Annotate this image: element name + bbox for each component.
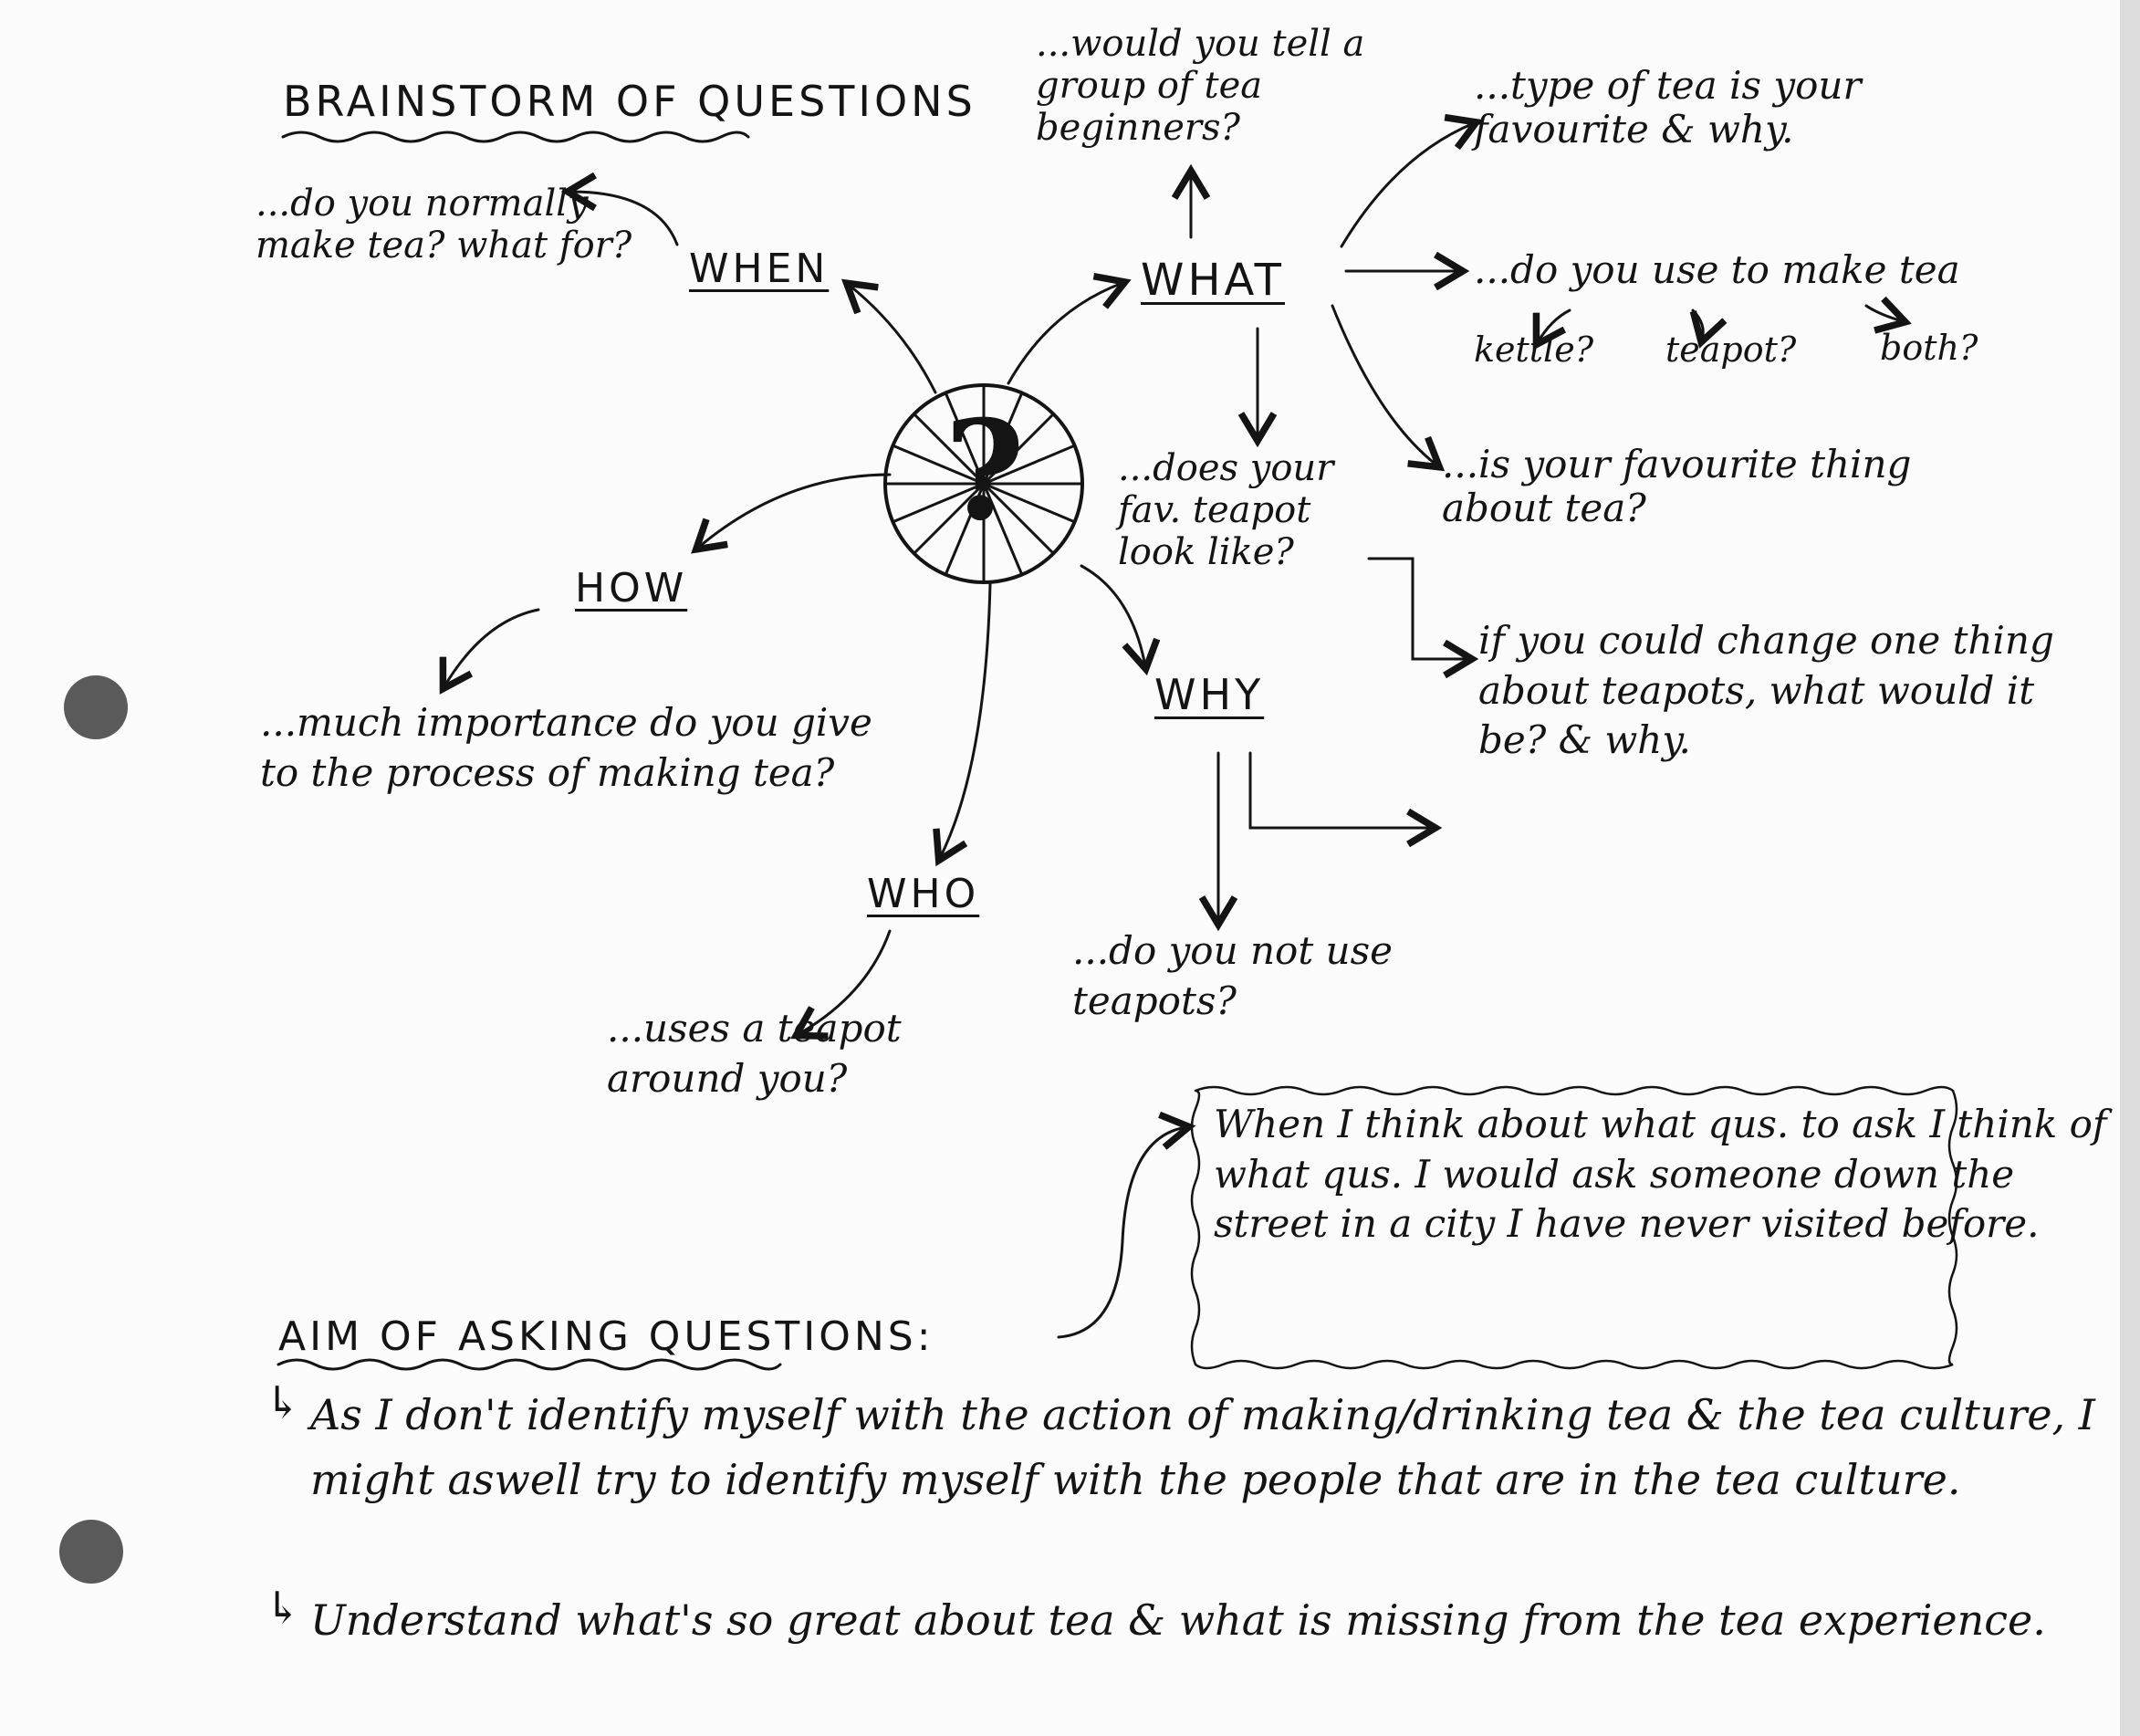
arrow-what-thing (1331, 304, 1437, 465)
punch-hole-bottom (59, 1520, 123, 1584)
how-question: ...much importance do you give to the pr… (260, 700, 872, 795)
what-question-favourite-type: ...type of tea is your favourite & why. (1474, 63, 1862, 152)
aim-heading: AIM OF ASKING QUESTIONS: (278, 1313, 934, 1360)
what-question-use: ...do you use to make tea (1474, 247, 1960, 292)
what-question-teapot-look: ...does your fav. teapot look like? (1118, 447, 1334, 573)
teapot-change-question: if you could change one thing about teap… (1478, 618, 2054, 763)
arrow-what-favourite (1340, 123, 1474, 248)
title-squiggle (281, 131, 750, 143)
page-title: BRAINSTORM OF QUESTIONS (283, 77, 976, 126)
aim-point-1: As I don't identify myself with the acti… (310, 1390, 2095, 1505)
arrow-to-why (1080, 564, 1145, 666)
who-question: ...uses a teapot around you? (607, 1006, 902, 1101)
arrow-aim-note (1057, 1127, 1186, 1339)
what-question-beginners: ...would you tell a group of tea beginne… (1036, 23, 1365, 149)
note-box-text: When I think about what qus. to ask I th… (1214, 1102, 2107, 1247)
arrow-to-how (698, 473, 892, 548)
option-teapot: teapot? (1665, 329, 1797, 370)
arrow-who-question (799, 929, 892, 1034)
option-kettle: kettle? (1474, 329, 1594, 370)
arrow-to-what (1007, 283, 1122, 385)
branch-how-label: HOW (575, 565, 688, 612)
arrow-why-right (1248, 751, 1433, 828)
aim-squiggle (277, 1358, 782, 1371)
branch-why-label: WHY (1154, 670, 1265, 719)
question-mark-symbol: ? (945, 391, 1025, 551)
branch-what-label: WHAT (1141, 255, 1285, 306)
arrow-how-question (444, 608, 540, 686)
arrow-teapot-change (1367, 557, 1469, 659)
option-both: both? (1880, 328, 1978, 368)
when-question: ...do you normally make tea? what for? (256, 183, 632, 267)
punch-hole-top (64, 675, 128, 739)
aim-bullet-arrow-2: ↳ (265, 1583, 302, 1634)
page-edge-shadow (2120, 0, 2140, 1736)
why-question: ...do you not use teapots? (1072, 928, 1394, 1023)
note-box-border (1190, 1085, 1958, 1370)
aim-bullet-arrow-1: ↳ (265, 1377, 302, 1428)
branch-who-label: WHO (867, 871, 980, 917)
what-question-favourite-thing: ...is your favourite thing about tea? (1442, 442, 1912, 531)
arrow-to-who (940, 582, 992, 858)
aim-point-2: Understand what's so great about tea & w… (310, 1595, 2046, 1645)
arrow-when-question (570, 192, 679, 246)
branch-when-label: WHEN (689, 246, 830, 292)
arrow-to-when (849, 285, 937, 394)
question-circle (883, 383, 1084, 584)
